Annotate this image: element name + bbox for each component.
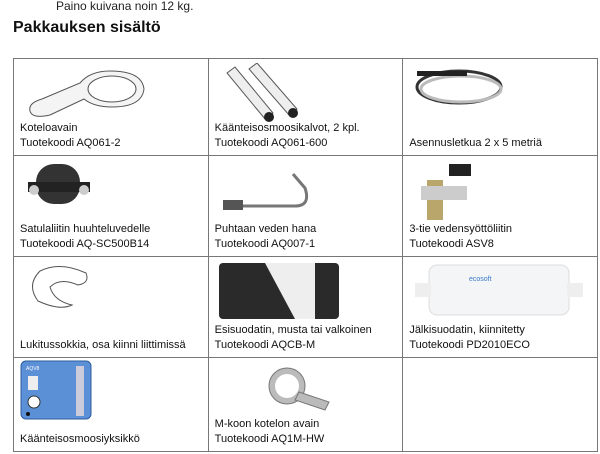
item-cell: AQV8 Käänteisosmoosiyksikkö xyxy=(13,357,209,452)
valve-icon xyxy=(421,164,472,220)
svg-text:AQV8: AQV8 xyxy=(26,366,40,372)
item-name: Koteloavain xyxy=(20,122,78,134)
item-name: M-koon kotelon avain xyxy=(214,418,320,430)
package-contents-table: Koteloavain Tuotekoodi AQ061-2 Käänteiso… xyxy=(13,58,598,452)
item-cell: Esisuodatin, musta tai valkoinen Tuoteko… xyxy=(207,256,404,358)
item-name: Asennusletkua 2 x 5 metriä xyxy=(409,137,542,149)
item-name: Lukitussokkia, osa kiinni liittimissä xyxy=(20,339,186,351)
item-cell: Koteloavain Tuotekoodi AQ061-2 xyxy=(13,58,209,156)
item-cell: Asennusletkua 2 x 5 metriä xyxy=(402,58,598,156)
postfilter-icon: ecosoft xyxy=(415,264,584,316)
item-code: Tuotekoodi ASV8 xyxy=(409,238,494,250)
ecosoft-logo: ecosoft xyxy=(469,276,492,283)
item-code: Tuotekoodi PD2010ECO xyxy=(409,339,530,351)
item-cell: Puhtaan veden hana Tuotekoodi AQ007-1 xyxy=(207,155,404,257)
membranes-icon xyxy=(225,63,298,122)
item-code: Tuotekoodi AQ-SC500B14 xyxy=(20,238,150,250)
previous-text: Paino kuivana noin 12 kg. xyxy=(56,0,194,13)
item-name: 3-tie vedensyöttöliitin xyxy=(409,223,513,235)
saddle-clamp-icon xyxy=(28,164,90,204)
item-cell: Lukitussokkia, osa kiinni liittimissä xyxy=(13,256,209,358)
item-name: Jälkisuodatin, kiinnitetty xyxy=(409,324,525,336)
item-name: Esisuodatin, musta tai valkoinen xyxy=(214,324,372,336)
tubing-icon xyxy=(415,69,503,105)
item-name: Satulaliitin huuhteluvedelle xyxy=(20,223,151,235)
item-name: Käänteisosmoosikalvot, 2 kpl. xyxy=(214,122,360,134)
item-code: Tuotekoodi AQ1M-HW xyxy=(214,433,325,445)
prefilter-icon xyxy=(218,263,339,319)
housing-key-icon xyxy=(29,70,145,117)
item-code: Tuotekoodi AQ007-1 xyxy=(214,238,316,250)
item-cell: 3-tie vedensyöttöliitin Tuotekoodi ASV8 xyxy=(402,155,598,257)
empty-cell xyxy=(402,357,598,452)
item-cell: ecosoft Jälkisuodatin, kiinnitetty Tuote… xyxy=(402,256,598,358)
item-cell: Satulaliitin huuhteluvedelle Tuotekoodi … xyxy=(13,155,209,257)
item-cell: M-koon kotelon avain Tuotekoodi AQ1M-HW xyxy=(207,357,404,452)
item-cell: Käänteisosmoosikalvot, 2 kpl. Tuotekoodi… xyxy=(207,58,404,156)
item-code: Tuotekoodi AQCB-M xyxy=(214,339,316,351)
wrench-icon xyxy=(268,367,330,411)
faucet-icon xyxy=(222,173,308,210)
item-name: Puhtaan veden hana xyxy=(214,223,317,235)
locking-clip-icon xyxy=(32,266,88,308)
item-name: Käänteisosmoosiyksikkö xyxy=(20,433,140,445)
item-code: Tuotekoodi AQ061-600 xyxy=(214,137,328,149)
section-heading: Pakkauksen sisältö xyxy=(13,19,161,36)
item-code: Tuotekoodi AQ061-2 xyxy=(20,137,121,149)
ro-unit-icon: AQV8 xyxy=(20,360,92,420)
